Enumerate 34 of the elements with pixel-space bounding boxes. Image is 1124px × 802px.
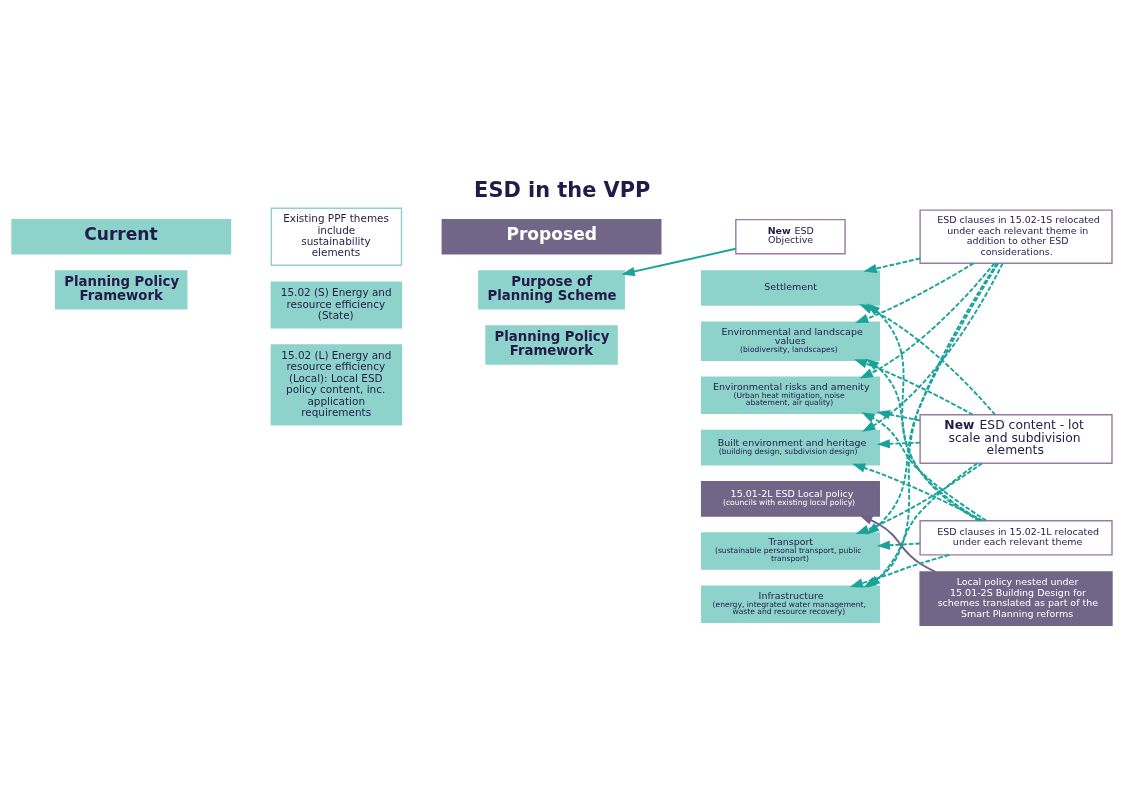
arrow <box>851 463 984 522</box>
node-box: Built environment and heritage (building design, subdivision design) <box>700 429 880 465</box>
node-box: Environmental and landscape values (biodiversity, landscapes) <box>700 320 880 361</box>
node-box: Existing PPF themes include sustainability elements <box>270 207 403 266</box>
node-box: Current <box>11 218 232 254</box>
arrow <box>876 409 922 421</box>
arrow <box>859 514 937 573</box>
node-box: Planning Policy Framework <box>55 269 188 310</box>
node-box: Proposed <box>441 218 662 254</box>
node-box: New ESD content - lot scale and subdivision elements <box>919 413 1113 464</box>
arrow <box>855 261 975 323</box>
arrow <box>621 247 737 276</box>
node-box: ESD clauses in 15.02-1S relocated under each relevant theme in addition to other ESD considerations. <box>919 208 1113 264</box>
node-box: ESD clauses in 15.02-1L relocated under each relevant theme <box>919 519 1113 556</box>
node-box: 15.02 (L) Energy and resource efficiency (Local): Local ESD policy content, inc. application requirements <box>270 343 403 425</box>
node-box: New ESD Objective <box>735 218 846 254</box>
diagram-title: ESD in the VPP <box>474 177 651 202</box>
arrow <box>861 411 988 521</box>
arrow <box>853 358 974 416</box>
arrow <box>876 540 922 550</box>
node-box: Local policy nested under 15.01-2S Building Design for schemes translated as part of the Smart Planning reforms <box>919 570 1113 626</box>
arrow <box>876 438 922 448</box>
arrow <box>865 358 982 521</box>
arrow <box>863 257 922 273</box>
arrow <box>866 302 981 522</box>
node-box: 15.02 (S) Energy and resource efficiency (State) <box>270 281 403 329</box>
node-box: Planning Policy Framework <box>485 324 618 365</box>
node-box: Transport (sustainable personal transport, public transport) <box>700 531 880 570</box>
node-box: Purpose of Planning Scheme <box>478 269 625 310</box>
node-box: Settlement <box>700 269 880 306</box>
node-box: 15.01-2L ESD Local policy (councils with existing local policy) <box>700 480 880 517</box>
node-box: Infrastructure (energy, integrated water management, waste and resource recovery) <box>700 585 880 623</box>
arrow <box>862 261 1004 432</box>
node-box: Environmental risks and amenity (Urban heat mitigation, noise abatement, air quality) <box>700 376 880 414</box>
